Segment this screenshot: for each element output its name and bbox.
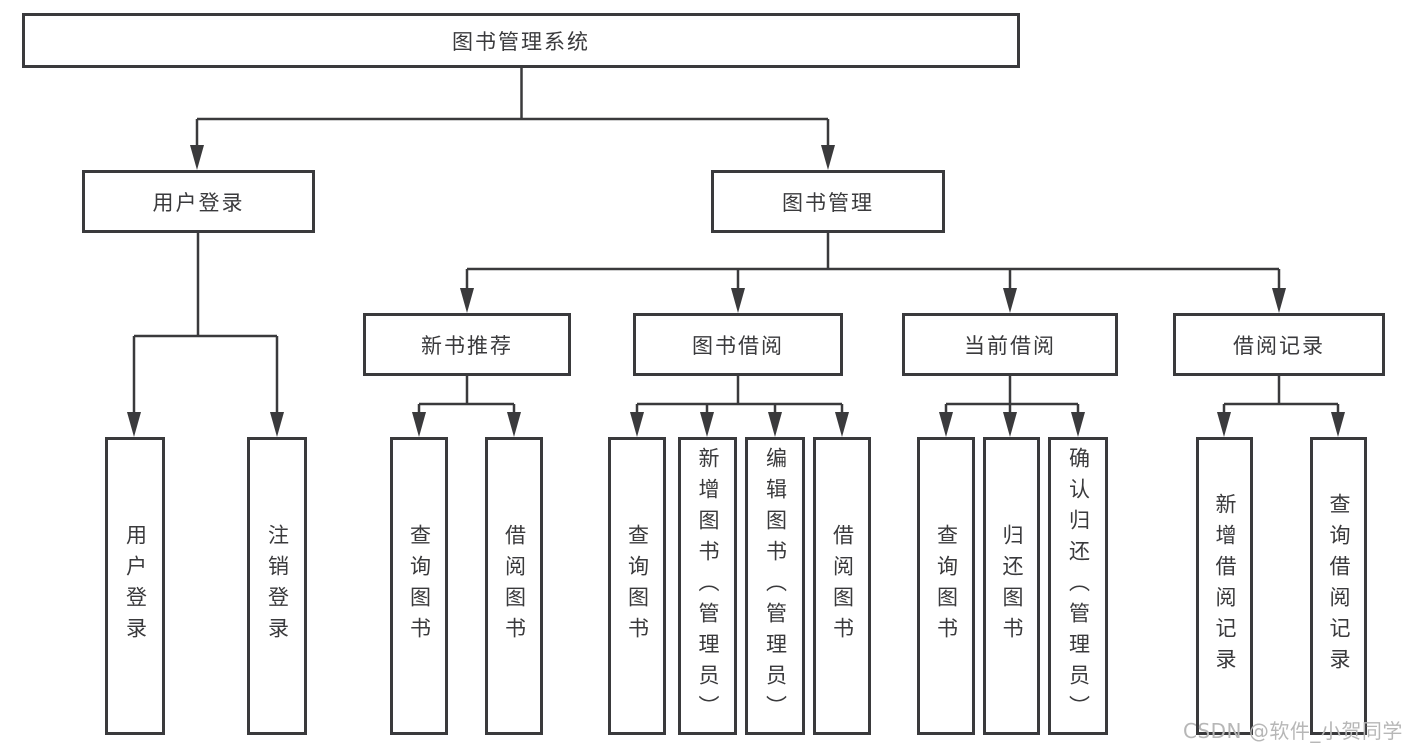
node-current-borrow: 当前借阅 bbox=[902, 313, 1118, 376]
leaf-query-books-recommend-label: 查询图书 bbox=[407, 524, 432, 648]
leaf-confirm-return-admin: 确认归还（管理员） bbox=[1048, 437, 1108, 735]
leaf-add-books-admin: 新增图书（管理员） bbox=[678, 437, 737, 735]
leaf-borrow-books-recommend-label: 借阅图书 bbox=[502, 524, 527, 648]
leaf-add-borrow-record: 新增借阅记录 bbox=[1196, 437, 1253, 735]
node-book-borrow: 图书借阅 bbox=[633, 313, 843, 376]
leaf-user-login: 用户登录 bbox=[105, 437, 165, 735]
leaf-query-books-current-label: 查询图书 bbox=[934, 524, 959, 648]
leaf-borrow-books-recommend: 借阅图书 bbox=[485, 437, 543, 735]
node-borrow-records-label: 借阅记录 bbox=[1233, 333, 1325, 358]
leaf-add-books-admin-label: 新增图书（管理员） bbox=[696, 446, 721, 726]
leaf-logout: 注销登录 bbox=[247, 437, 307, 735]
leaf-user-login-label: 用户登录 bbox=[123, 524, 148, 648]
node-book-borrow-label: 图书借阅 bbox=[692, 333, 784, 358]
watermark: CSDN @软件_小贺同学 bbox=[1183, 719, 1403, 743]
node-root-label: 图书管理系统 bbox=[452, 29, 590, 54]
leaf-query-books-recommend: 查询图书 bbox=[390, 437, 448, 735]
leaf-edit-books-admin-label: 编辑图书（管理员） bbox=[763, 446, 788, 726]
leaf-return-books: 归还图书 bbox=[983, 437, 1040, 735]
leaf-borrow-books: 借阅图书 bbox=[813, 437, 871, 735]
node-borrow-records: 借阅记录 bbox=[1173, 313, 1385, 376]
leaf-return-books-label: 归还图书 bbox=[1000, 524, 1025, 648]
node-root: 图书管理系统 bbox=[22, 13, 1020, 68]
node-new-book-recommend-label: 新书推荐 bbox=[421, 333, 513, 358]
leaf-confirm-return-admin-label: 确认归还（管理员） bbox=[1066, 446, 1091, 726]
node-current-borrow-label: 当前借阅 bbox=[964, 333, 1056, 358]
node-new-book-recommend: 新书推荐 bbox=[363, 313, 571, 376]
leaf-query-books-current: 查询图书 bbox=[917, 437, 975, 735]
node-book-management-label: 图书管理 bbox=[782, 190, 874, 215]
leaf-logout-label: 注销登录 bbox=[265, 524, 290, 648]
leaf-query-books-borrow-label: 查询图书 bbox=[625, 524, 650, 648]
node-user-login: 用户登录 bbox=[82, 170, 315, 233]
leaf-query-books-borrow: 查询图书 bbox=[608, 437, 666, 735]
leaf-query-borrow-record: 查询借阅记录 bbox=[1310, 437, 1367, 735]
leaf-edit-books-admin: 编辑图书（管理员） bbox=[745, 437, 805, 735]
node-book-management: 图书管理 bbox=[711, 170, 945, 233]
leaf-borrow-books-label: 借阅图书 bbox=[830, 524, 855, 648]
node-user-login-label: 用户登录 bbox=[152, 190, 245, 215]
leaf-add-borrow-record-label: 新增借阅记录 bbox=[1213, 493, 1238, 679]
leaf-query-borrow-record-label: 查询借阅记录 bbox=[1327, 493, 1352, 679]
